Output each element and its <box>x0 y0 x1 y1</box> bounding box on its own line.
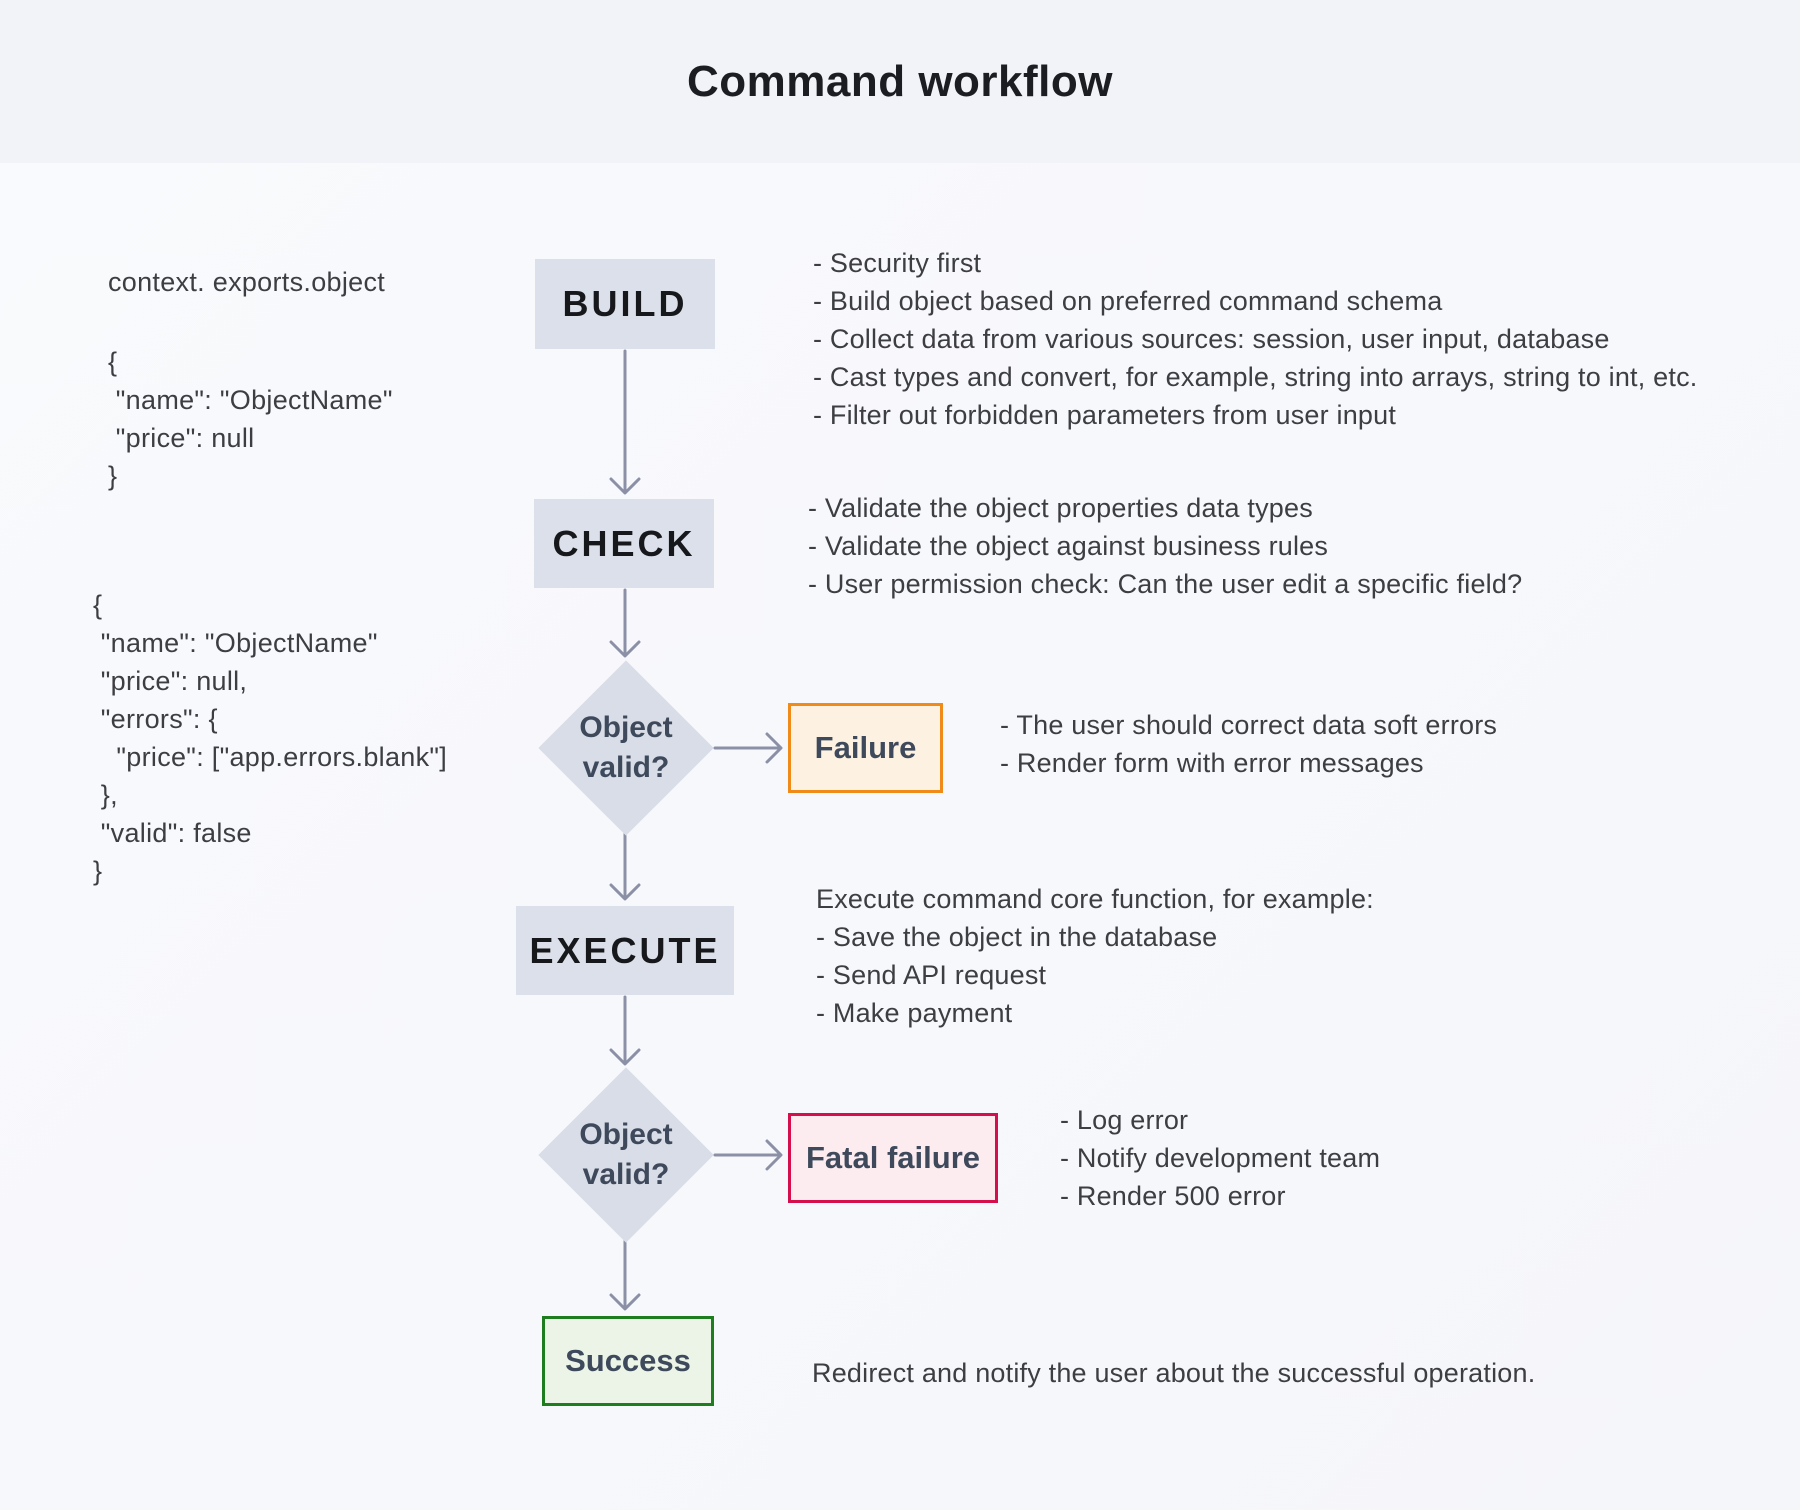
note-line: - Filter out forbidden parameters from u… <box>813 400 1397 430</box>
outcome-fatal-failure: Fatal failure <box>788 1113 998 1203</box>
note-line: - Build object based on preferred comman… <box>813 286 1443 316</box>
decision-object-valid-2-label: Object valid? <box>579 1118 673 1191</box>
note-line: - Security first <box>813 248 982 278</box>
outcome-success-label: Success <box>565 1343 691 1378</box>
flow-node-check-label: CHECK <box>552 522 696 564</box>
flow-node-build: BUILD <box>535 259 715 349</box>
decision-object-valid-2: Object valid? <box>538 1067 714 1243</box>
decision-object-valid-1: Object valid? <box>538 660 714 836</box>
note-line: - Validate the object against business r… <box>808 531 1329 561</box>
flow-node-execute-label: EXECUTE <box>529 929 721 971</box>
note-line: Execute command core function, for examp… <box>816 884 1374 914</box>
note-line: - Render form with error messages <box>1000 748 1424 778</box>
arrow-valid1-to-failure <box>713 732 783 764</box>
code-build-object: { "name": "ObjectName" "price": null } <box>108 347 393 491</box>
flow-node-build-label: BUILD <box>562 283 688 324</box>
note-line: - Cast types and convert, for example, s… <box>813 362 1698 392</box>
arrow-build-to-check <box>609 349 641 495</box>
decision-object-valid-1-label: Object valid? <box>579 711 673 784</box>
title-band: Command workflow <box>0 0 1800 163</box>
arrow-check-to-valid1 <box>609 588 641 658</box>
outcome-fatal-failure-label: Fatal failure <box>806 1140 980 1175</box>
flow-node-check: CHECK <box>534 499 714 588</box>
note-line: - Save the object in the database <box>816 922 1218 952</box>
code-check-object: { "name": "ObjectName" "price": null, "e… <box>93 590 448 886</box>
page-title: Command workflow <box>686 56 1114 106</box>
note-check: - Validate the object properties data ty… <box>808 489 1522 603</box>
note-line: - Render 500 error <box>1060 1181 1286 1211</box>
note-line: - Collect data from various sources: ses… <box>813 324 1610 354</box>
arrow-execute-to-valid2 <box>609 995 641 1066</box>
note-line: - Make payment <box>816 998 1013 1028</box>
outcome-failure-label: Failure <box>814 730 917 765</box>
note-execute: Execute command core function, for examp… <box>816 880 1374 1032</box>
outcome-success: Success <box>542 1316 714 1406</box>
arrow-valid2-to-success <box>609 1239 641 1311</box>
note-line: - User permission check: Can the user ed… <box>808 569 1523 599</box>
note-line: - Log error <box>1060 1105 1189 1135</box>
note-build: - Security first - Build object based on… <box>813 244 1697 434</box>
outcome-failure: Failure <box>788 703 943 793</box>
flow-node-execute: EXECUTE <box>516 906 734 995</box>
note-fatal-failure: - Log error - Notify development team - … <box>1060 1101 1380 1215</box>
arrow-valid1-to-execute <box>609 832 641 901</box>
note-line: - Validate the object properties data ty… <box>808 493 1313 523</box>
note-failure: - The user should correct data soft erro… <box>1000 706 1497 782</box>
note-success: Redirect and notify the user about the s… <box>812 1358 1536 1388</box>
note-line: - Send API request <box>816 960 1047 990</box>
note-line: - The user should correct data soft erro… <box>1000 710 1498 740</box>
arrow-valid2-to-fatal <box>713 1139 783 1171</box>
note-line: - Notify development team <box>1060 1143 1381 1173</box>
code-context-label: context. exports.object <box>108 267 386 297</box>
